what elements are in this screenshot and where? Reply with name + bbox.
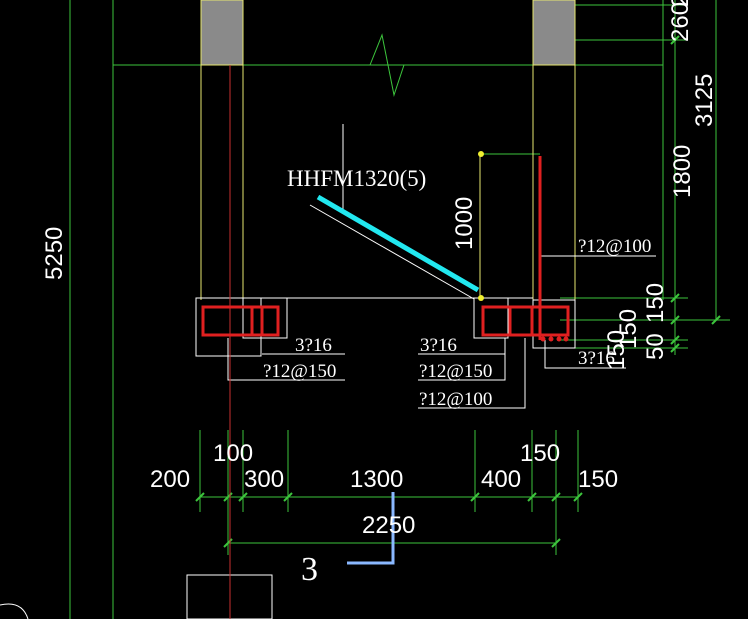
tick [551, 538, 561, 548]
break-line-symbol [113, 33, 663, 97]
outline-linework [200, 65, 576, 300]
section-mark-line [347, 492, 395, 565]
dim-5250: 5250 [41, 227, 68, 280]
left-wall-section [200, 0, 244, 66]
dim-50: 50 [642, 333, 669, 360]
dim-1800: 1800 [669, 145, 696, 198]
callout-left-col-main: 3?16 [295, 335, 332, 356]
callout-right-wall-dist: ?12@100 [578, 236, 651, 257]
tick [223, 492, 233, 502]
right-wall-section [532, 0, 576, 66]
tick [195, 492, 205, 502]
rebar-dot [563, 336, 569, 342]
dim-400: 400 [481, 466, 521, 493]
bottom-left-arc [0, 603, 29, 619]
tick [527, 492, 537, 502]
dim-2: 2 [667, 0, 694, 7]
door-tag: HHFM1320(5) [287, 166, 426, 191]
left-callout-leader [227, 338, 345, 381]
door-swing-trace [309, 204, 475, 300]
dim-150-top: 150 [642, 283, 669, 323]
callout-mid-col-dist: ?12@100 [419, 389, 492, 410]
tick [670, 343, 680, 353]
section-mark-number: 3 [301, 551, 318, 588]
tick [238, 492, 248, 502]
tick [670, 293, 680, 303]
dim-1300: 1300 [350, 466, 403, 493]
mid-column-rebar-cage [481, 305, 570, 337]
rebar-dots [540, 336, 569, 342]
callout-mid-col-stirrup: ?12@150 [419, 361, 492, 382]
rebar-dot [548, 336, 554, 342]
tick [670, 35, 680, 45]
dim-150-low: 150 [603, 330, 630, 370]
dim-150-right: 150 [578, 466, 618, 493]
callout-left-col-stirrup: ?12@150 [263, 361, 336, 382]
tick [470, 492, 480, 502]
callout-mid-col-main: 3?16 [420, 335, 457, 356]
door-hinge-top [478, 151, 484, 157]
dim-200: 200 [150, 466, 190, 493]
mid-callout-leader [418, 338, 506, 381]
dim-260: 260 [667, 2, 694, 42]
dim-100: 100 [213, 440, 253, 467]
tick [551, 492, 561, 502]
rebar [201, 156, 570, 340]
dimension-ticks [195, 35, 721, 548]
tick [573, 492, 583, 502]
right-callout-leader [544, 340, 626, 369]
door-hinge-bottom [478, 295, 484, 301]
mid-callout-leader-2 [418, 338, 526, 409]
rebar-dot [556, 336, 562, 342]
mid-column-outline [473, 297, 509, 339]
dim-150-mid: 150 [615, 309, 642, 349]
left-column-inner-outline [242, 297, 288, 339]
rebar-dot [540, 336, 546, 342]
tick [711, 315, 721, 325]
dim-3125: 3125 [691, 74, 718, 127]
left-column-rebar-cage [201, 305, 280, 337]
tick [223, 538, 233, 548]
tick [670, 335, 680, 345]
dim-2250: 2250 [362, 512, 415, 539]
dim-300: 300 [244, 466, 284, 493]
tick [283, 492, 293, 502]
dim-1000: 1000 [451, 197, 478, 250]
dim-150-upper: 150 [520, 440, 560, 467]
callout-right-col-main: 3?16 [578, 348, 615, 369]
door-swing-leaf [316, 194, 480, 293]
tick [670, 315, 680, 325]
